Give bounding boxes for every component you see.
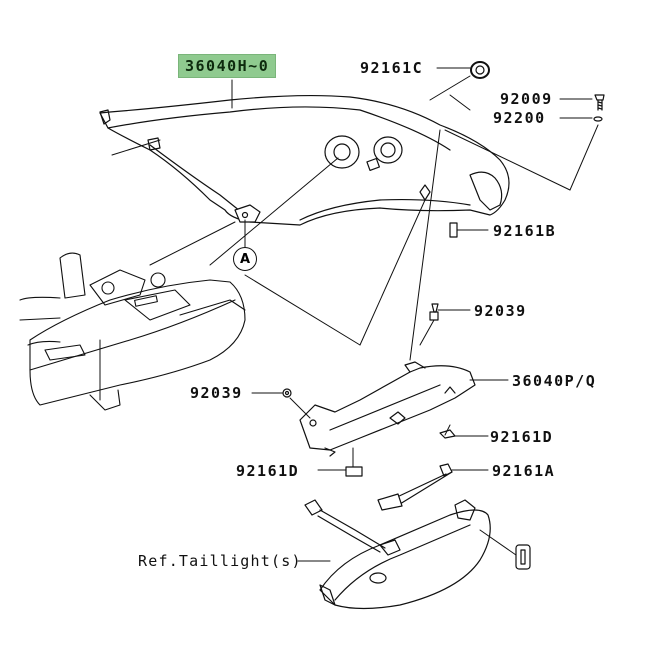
part-label-92161B[interactable]: 92161B	[493, 222, 557, 240]
part-label-92161D-right[interactable]: 92161D	[490, 428, 554, 446]
part-label-92161C[interactable]: 92161C	[360, 59, 424, 77]
part-label-92039-left[interactable]: 92039	[190, 384, 243, 402]
part-label-92161D-left[interactable]: 92161D	[236, 462, 300, 480]
part-label-92009[interactable]: 92009	[500, 90, 553, 108]
small-parts	[282, 61, 605, 570]
part-label-92200[interactable]: 92200	[493, 109, 546, 127]
part-label-92161A[interactable]: 92161A	[492, 462, 556, 480]
seat-frame-part	[19, 252, 246, 411]
part-label-36040H-0[interactable]: 36040H~0	[178, 54, 277, 78]
seat-cowl-part	[99, 94, 510, 226]
reference-label-taillight: Ref.Taillight(s)	[138, 552, 302, 570]
callout-marker-a: A	[233, 247, 257, 271]
part-label-92039-right[interactable]: 92039	[474, 302, 527, 320]
part-label-36040P-Q[interactable]: 36040P/Q	[512, 372, 597, 390]
leader-lines	[99, 67, 599, 562]
rear-bracket-part	[299, 361, 476, 457]
taillight-part	[304, 499, 491, 610]
